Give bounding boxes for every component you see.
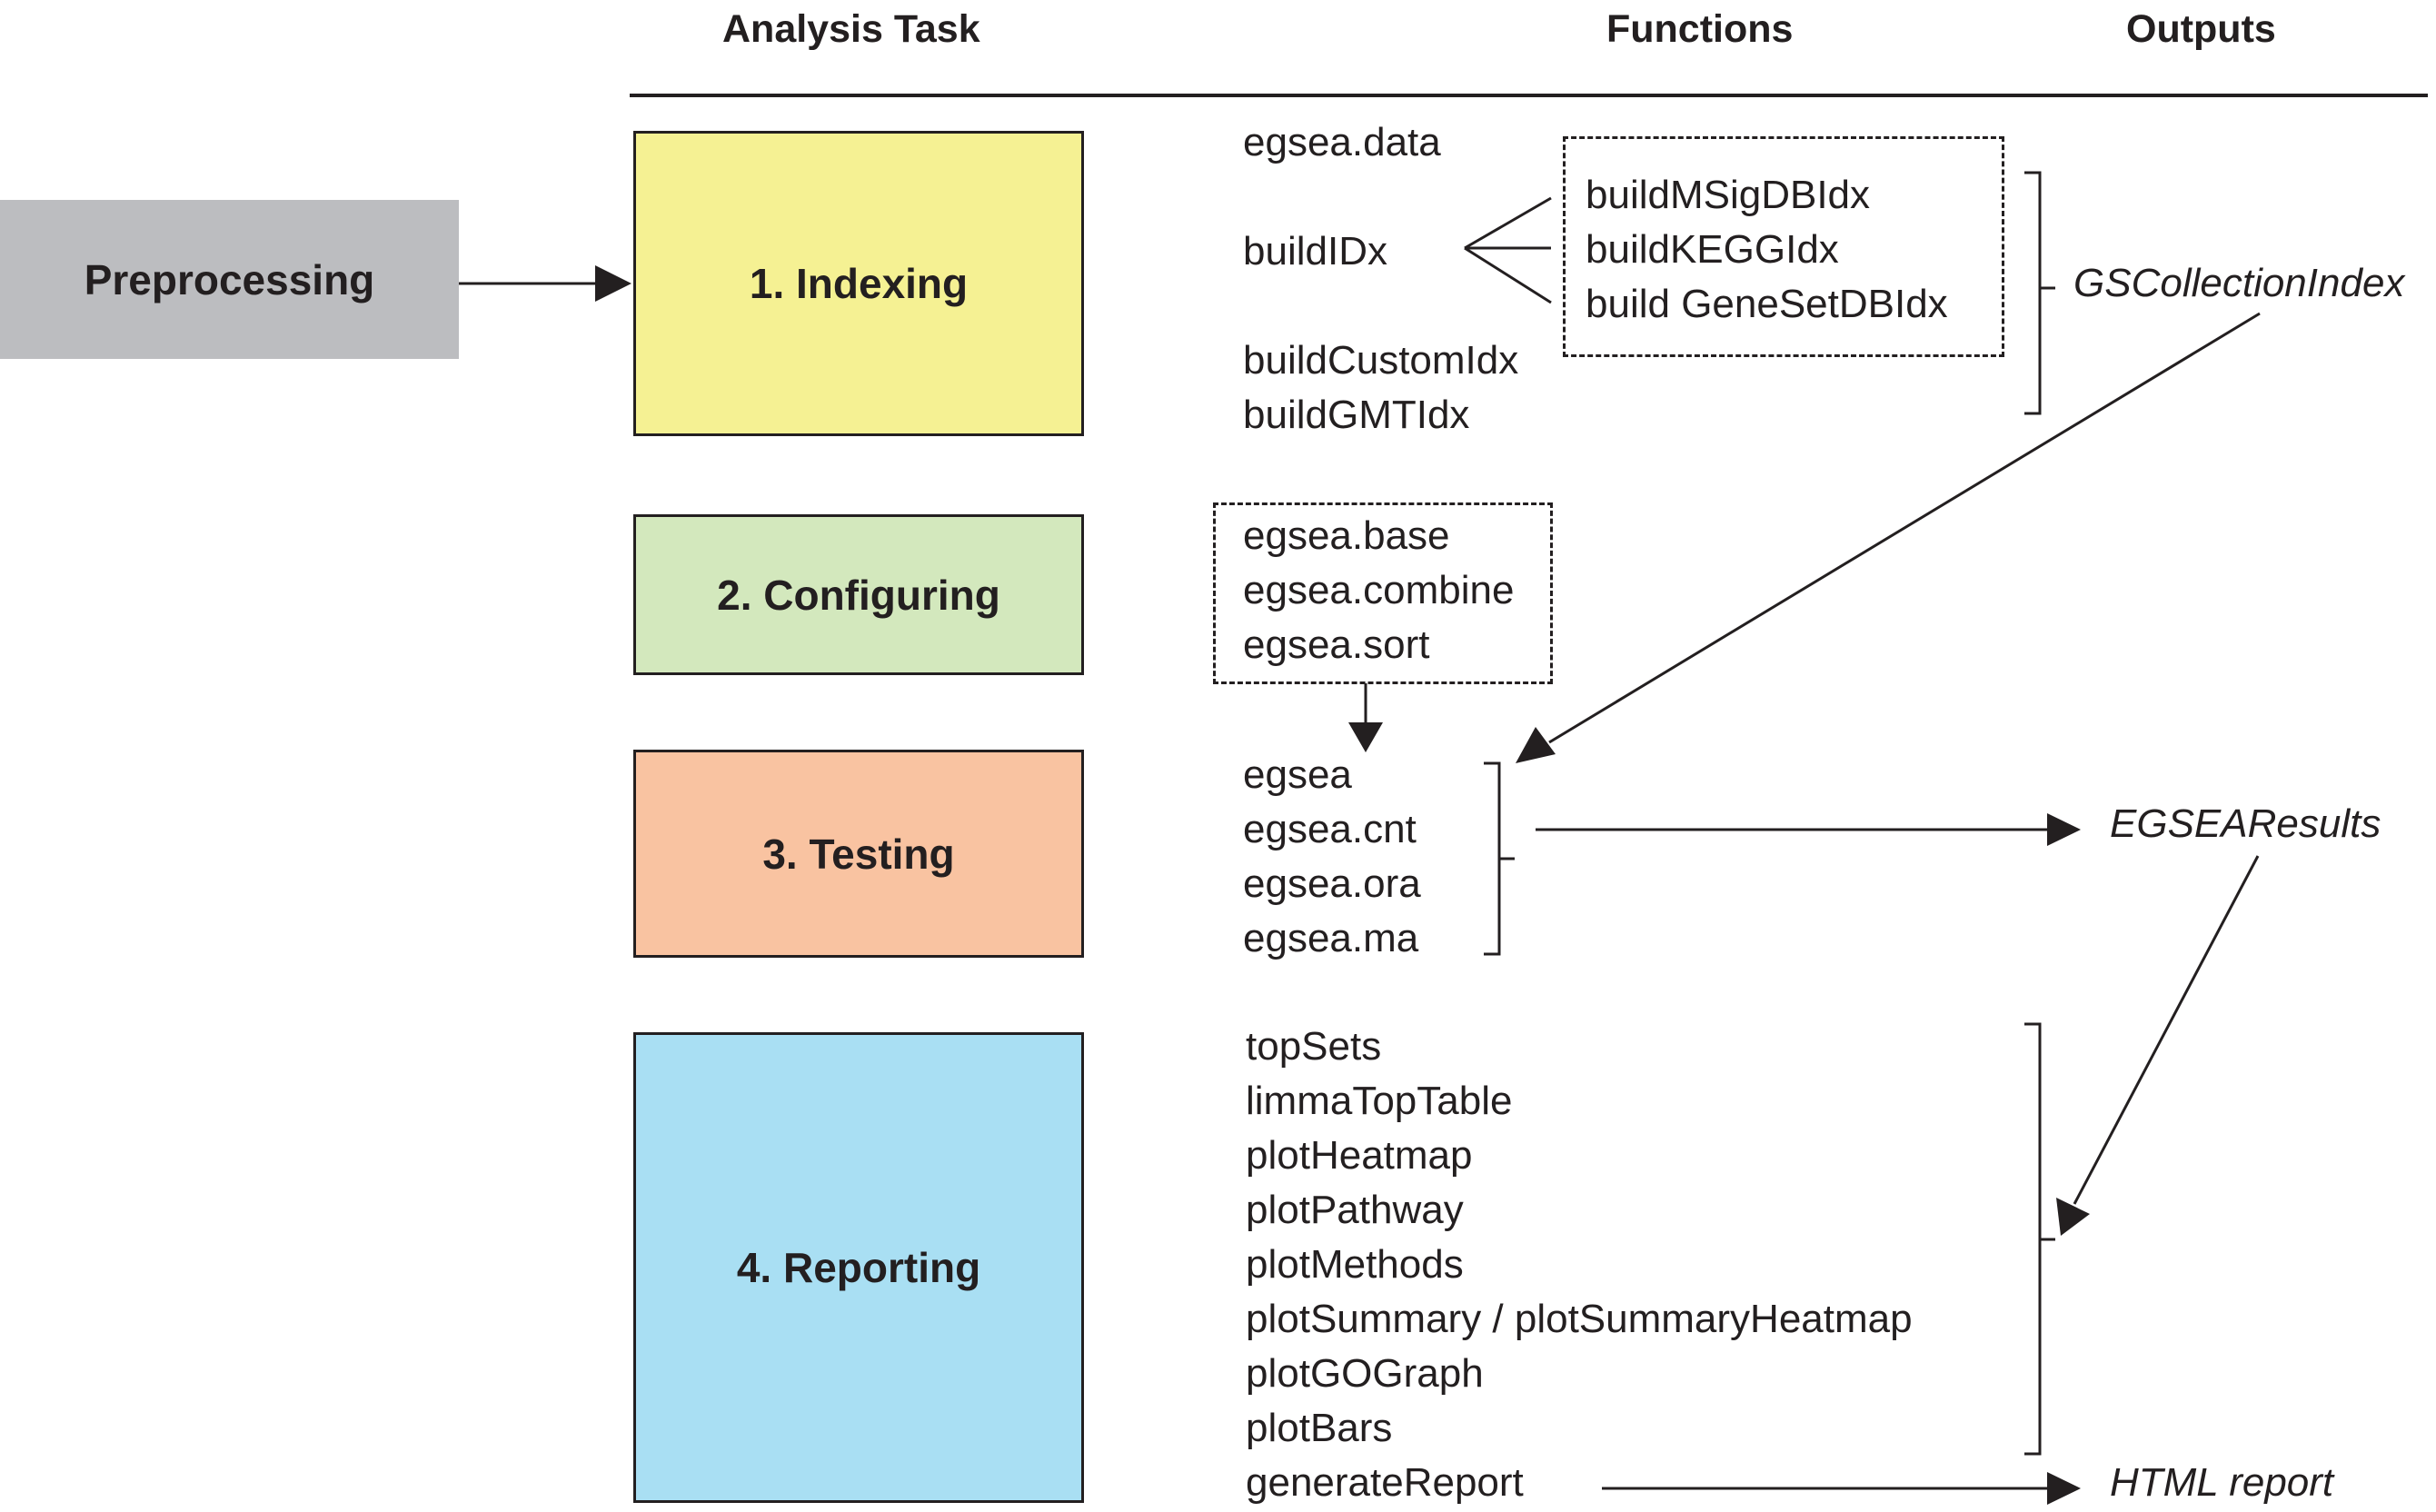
task-box-reporting: 4. Reporting xyxy=(633,1032,1084,1503)
function-plotsummary: plotSummary / plotSummaryHeatmap xyxy=(1246,1297,1913,1341)
fan-line-genesetdb xyxy=(1464,246,1552,304)
bracket-testing xyxy=(1484,761,1515,956)
function-egsea-combine: egsea.combine xyxy=(1243,568,1515,612)
function-buildgmtidx: buildGMTIdx xyxy=(1243,393,1470,437)
output-gscollectionindex: GSCollectionIndex xyxy=(2073,261,2405,305)
bracket-reporting xyxy=(2024,1022,2055,1456)
arrow-index-to-testing xyxy=(1548,312,2261,744)
output-html-report: HTML report xyxy=(2110,1460,2334,1505)
function-egsea-sort: egsea.sort xyxy=(1243,622,1430,667)
preprocessing-box: Preprocessing xyxy=(0,200,459,359)
arrowhead-reporting xyxy=(2056,1198,2090,1236)
task-label-indexing: 1. Indexing xyxy=(749,260,969,307)
function-egsea-ora: egsea.ora xyxy=(1243,861,1421,906)
arrowhead-index xyxy=(1516,727,1556,763)
function-buildidx: buildIDx xyxy=(1243,229,1387,274)
arrowhead-preprocessing xyxy=(595,265,631,302)
function-buildcustomidx: buildCustomIdx xyxy=(1243,338,1519,383)
arrowhead-results xyxy=(2047,813,2081,846)
function-plotmethods: plotMethods xyxy=(1246,1242,1464,1287)
function-generatereport: generateReport xyxy=(1246,1460,1524,1505)
function-buildkeggidx: buildKEGGIdx xyxy=(1586,227,1839,272)
function-topsets: topSets xyxy=(1246,1024,1382,1069)
fan-line-msigdb xyxy=(1464,196,1552,250)
build-index-dashed-group xyxy=(1563,136,2004,357)
configuring-dashed-group xyxy=(1213,502,1553,684)
function-egsea-data: egsea.data xyxy=(1243,120,1441,164)
function-plotheatmap: plotHeatmap xyxy=(1246,1133,1473,1178)
task-label-reporting: 4. Reporting xyxy=(736,1244,981,1291)
arrowhead-report xyxy=(2047,1472,2081,1505)
function-plotgograph: plotGOGraph xyxy=(1246,1351,1484,1396)
function-plotbars: plotBars xyxy=(1246,1406,1393,1450)
function-buildmsigdbidx: buildMSigDBIdx xyxy=(1586,173,1871,217)
task-box-indexing: 1. Indexing xyxy=(633,131,1084,436)
task-label-configuring: 2. Configuring xyxy=(717,571,1000,619)
output-egsearesults: EGSEAResults xyxy=(2110,801,2381,846)
preprocessing-label: Preprocessing xyxy=(84,255,375,303)
function-egsea: egsea xyxy=(1243,752,1352,797)
header-analysis-task: Analysis Task xyxy=(722,7,980,51)
function-plotpathway: plotPathway xyxy=(1246,1188,1464,1232)
function-buildgenesetdbidx: build GeneSetDBIdx xyxy=(1586,282,1948,326)
header-functions: Functions xyxy=(1606,7,1794,51)
header-outputs: Outputs xyxy=(2126,7,2276,51)
arrowhead-config xyxy=(1348,722,1383,752)
function-egsea-base: egsea.base xyxy=(1243,513,1450,558)
arrow-results-reporting xyxy=(2073,855,2260,1205)
function-egsea-ma: egsea.ma xyxy=(1243,916,1419,960)
bracket-indexing xyxy=(2024,171,2055,415)
task-box-configuring: 2. Configuring xyxy=(633,514,1084,675)
task-label-testing: 3. Testing xyxy=(762,830,955,878)
function-egsea-cnt: egsea.cnt xyxy=(1243,807,1417,851)
task-box-testing: 3. Testing xyxy=(633,750,1084,958)
function-limmatoptable: limmaTopTable xyxy=(1246,1079,1513,1123)
